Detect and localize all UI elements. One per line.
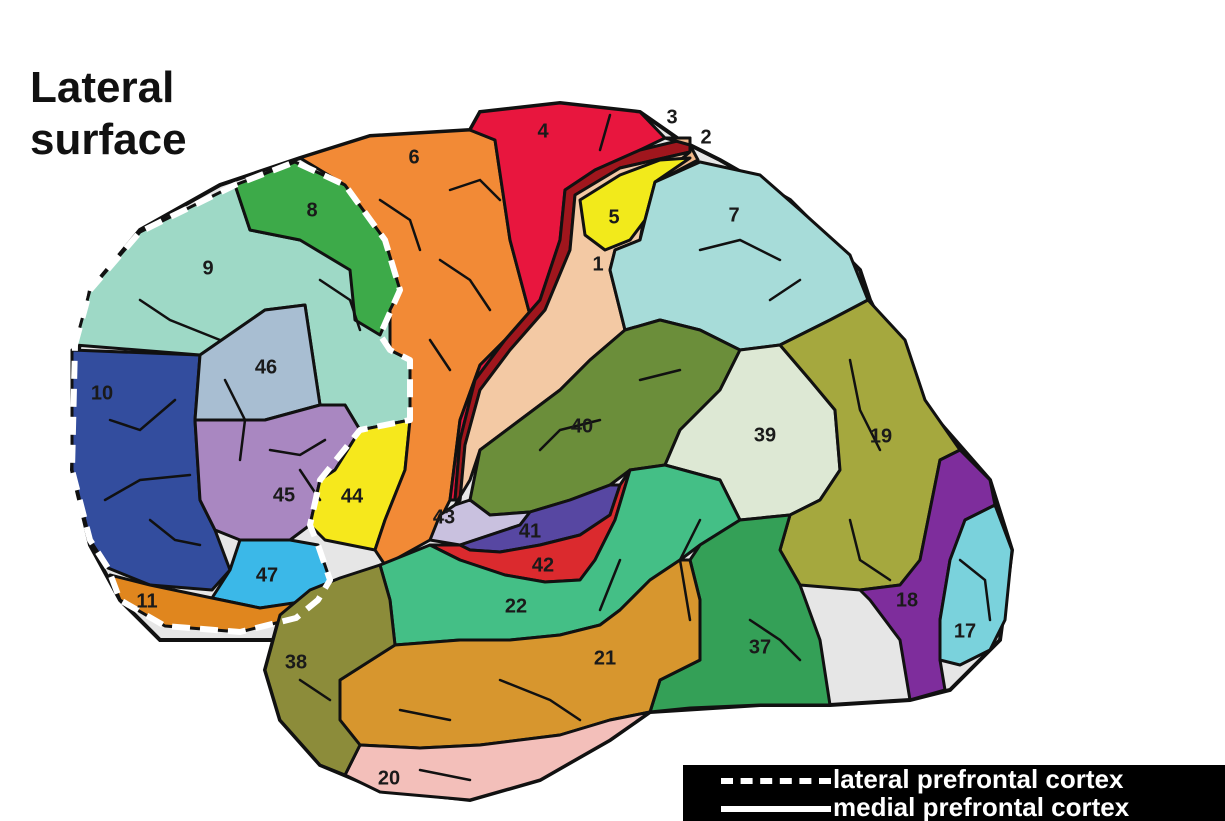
area-label-6: 6	[408, 146, 419, 168]
area-label-37: 37	[749, 636, 771, 658]
area-label-3: 3	[666, 106, 677, 128]
area-label-41: 41	[519, 520, 541, 542]
area-label-22: 22	[505, 595, 527, 617]
area-label-8: 8	[306, 199, 317, 221]
area-label-39: 39	[754, 424, 776, 446]
legend-label-medial: medial prefrontal cortex	[833, 793, 1129, 821]
area-label-18: 18	[896, 589, 918, 611]
area-label-1: 1	[592, 253, 603, 275]
area-label-44: 44	[341, 485, 364, 507]
area-label-38: 38	[285, 651, 307, 673]
area-label-17: 17	[954, 620, 976, 642]
area-label-10: 10	[91, 382, 113, 404]
solid-line-swatch	[721, 806, 831, 812]
area-label-5: 5	[608, 206, 619, 228]
area-label-43: 43	[433, 506, 455, 528]
legend-label-lateral: lateral prefrontal cortex	[833, 765, 1123, 793]
area-label-20: 20	[378, 767, 400, 789]
dashed-line-swatch	[721, 778, 831, 784]
area-label-40: 40	[571, 415, 593, 437]
area-label-4: 4	[537, 120, 549, 142]
area-label-47: 47	[256, 564, 278, 586]
area-label-19: 19	[870, 425, 892, 447]
area-label-46: 46	[255, 356, 277, 378]
legend-item-medial: medial prefrontal cortex	[683, 793, 1225, 821]
area-label-42: 42	[532, 554, 554, 576]
legend-item-lateral: lateral prefrontal cortex	[683, 765, 1225, 793]
area-label-2: 2	[700, 126, 711, 148]
area-label-21: 21	[594, 647, 616, 669]
legend-box: lateral prefrontal cortex medial prefron…	[683, 765, 1225, 821]
area-label-11: 11	[136, 590, 157, 612]
area-label-45: 45	[273, 484, 295, 506]
area-label-7: 7	[728, 204, 739, 226]
area-label-9: 9	[202, 257, 213, 279]
